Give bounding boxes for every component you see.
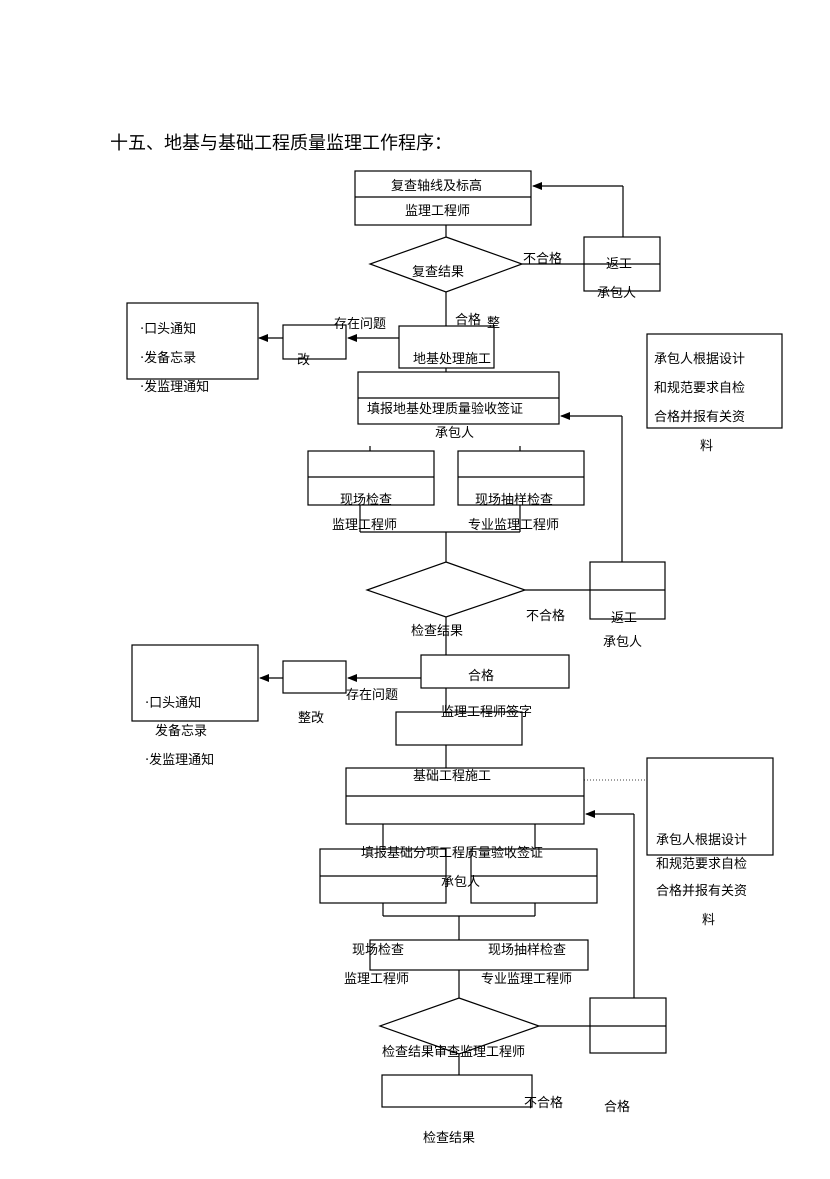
- label-rectify-2: 整改: [298, 711, 325, 726]
- box-site-check-1: [307, 450, 435, 506]
- label-memo-1: ·发备忘录: [140, 351, 197, 366]
- box-contractor-selfcheck-2: [646, 757, 774, 856]
- label-pro-supervisor-1: 专业监理工程师: [468, 518, 560, 533]
- decision-check-result-1: [365, 561, 527, 618]
- box-pass-1: [420, 654, 570, 689]
- label-sample-check-2: 现场抽样检查: [488, 943, 567, 958]
- box-rectify-1: [282, 324, 347, 360]
- label-pass-3: 合格: [604, 1100, 631, 1115]
- label-site-check-2: 现场检查: [352, 943, 405, 958]
- label-supervision-notice-2: ·发监理通知: [145, 753, 215, 768]
- label-foundation-construction: 基础工程施工: [413, 769, 492, 784]
- box-contractor-selfcheck-1: [646, 333, 783, 429]
- label-selfcheck-2-line3: 合格并报有关资: [656, 884, 748, 899]
- label-selfcheck-1-line4: 料: [700, 439, 714, 454]
- label-check-result-2: 检查结果: [423, 1131, 476, 1146]
- label-supervisor-2: 监理工程师: [332, 518, 398, 533]
- label-selfcheck-1-line1: 承包人根据设计: [654, 352, 746, 367]
- page-title: 十五、地基与基础工程质量监理工作程序：: [110, 133, 452, 154]
- box-rework-2: [589, 561, 666, 620]
- box-notice-2: [131, 644, 259, 722]
- label-recheck-axis: 复查轴线及标高: [391, 179, 483, 194]
- label-contractor-1: 承包人: [597, 286, 637, 301]
- label-selfcheck-2-line2: 和规范要求自检: [656, 857, 748, 872]
- label-contractor-3: 承包人: [603, 635, 643, 650]
- label-fail-2: 不合格: [526, 609, 566, 624]
- label-issue-2: 存在问题: [346, 688, 399, 703]
- label-check-review: 检查结果审查监理工程师: [382, 1045, 526, 1060]
- label-contractor-2: 承包人: [435, 426, 475, 441]
- label-supervisor-1: 监理工程师: [405, 204, 471, 219]
- label-rework-2: 返工: [611, 611, 638, 626]
- label-pro-supervisor-2: 专业监理工程师: [481, 972, 573, 987]
- label-fail-3: 不合格: [524, 1096, 564, 1111]
- label-fail-1: 不合格: [523, 252, 563, 267]
- label-check-result-1: 检查结果: [411, 624, 464, 639]
- label-issue-1: 存在问题: [334, 317, 387, 332]
- box-recheck-axis: [354, 170, 532, 226]
- label-sample-check-1: 现场抽样检查: [475, 493, 554, 508]
- box-site-check-2: [369, 939, 589, 971]
- box-rectify-2: [282, 660, 347, 694]
- label-rectify-top: 整: [487, 316, 501, 331]
- label-selfcheck-2-line1: 承包人根据设计: [656, 833, 748, 848]
- label-selfcheck-1-line2: 和规范要求自检: [654, 381, 746, 396]
- label-foundation-report: 填报基础分项工程质量验收签证: [361, 846, 544, 861]
- label-supervisor-sign: 监理工程师签字: [441, 705, 533, 720]
- label-pass-1: 合格: [455, 313, 482, 328]
- label-selfcheck-1-line3: 合格并报有关资: [654, 410, 746, 425]
- box-rework-1: [583, 236, 661, 292]
- label-supervision-notice-1: ·发监理通知: [140, 380, 210, 395]
- box-final: [381, 1074, 533, 1108]
- label-memo-2: 发备忘录: [155, 724, 208, 739]
- label-oral-notice-1: ·口头通知: [140, 322, 197, 337]
- label-selfcheck-2-line4: 料: [702, 913, 716, 928]
- label-supervisor-3: 监理工程师: [344, 972, 410, 987]
- label-rectify-bottom: 改: [297, 353, 311, 368]
- label-site-check-1: 现场检查: [340, 493, 393, 508]
- label-recheck-result: 复查结果: [412, 265, 465, 280]
- box-rework-3: [589, 997, 667, 1054]
- box-supervisor-sign: [395, 711, 523, 746]
- label-contractor-4: 承包人: [441, 875, 481, 890]
- box-notice-1: [126, 302, 259, 380]
- label-ground-construction: 地基处理施工: [413, 352, 492, 367]
- label-ground-report: 填报地基处理质量验收签证: [367, 402, 524, 417]
- box-sample-check-1: [457, 450, 585, 506]
- label-rework-1: 返工: [606, 257, 633, 272]
- label-oral-notice-2: ·口头通知: [145, 696, 202, 711]
- label-pass-2: 合格: [468, 669, 495, 684]
